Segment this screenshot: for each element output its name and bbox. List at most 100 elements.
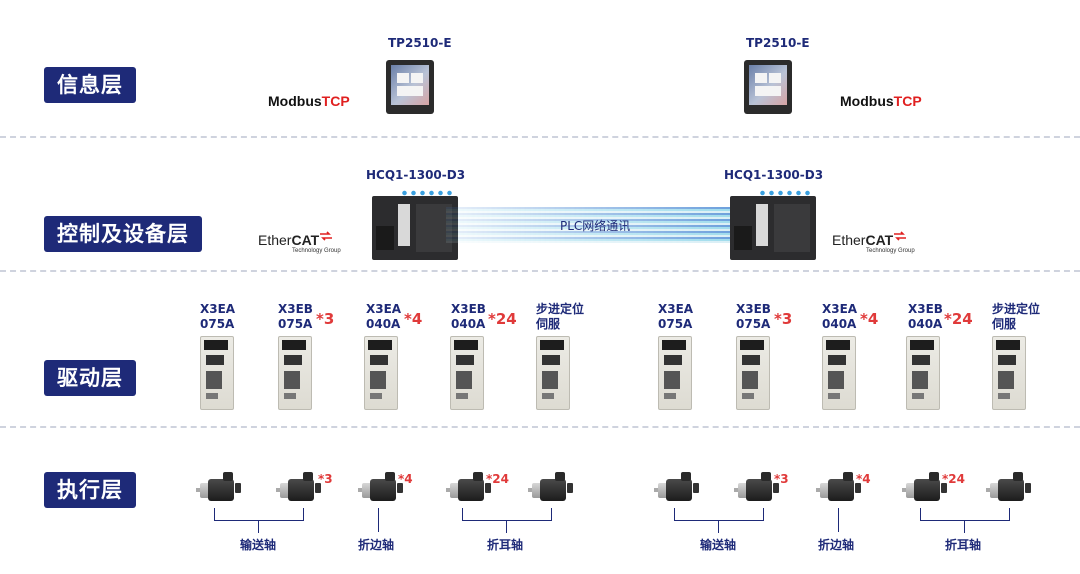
hmi-panel-right — [744, 60, 792, 114]
servo-drive — [736, 336, 770, 410]
drive-label-line2: 040A — [451, 317, 486, 331]
drive-label-line2: 075A — [658, 317, 693, 331]
servo-drive — [278, 336, 312, 410]
motor-multiplier: *4 — [856, 472, 871, 486]
drive-label-line1: X3EB — [736, 302, 771, 316]
drive-multiplier: *3 — [774, 310, 793, 328]
bus-sub: Technology Group — [866, 248, 915, 254]
motor-multiplier: *3 — [318, 472, 333, 486]
divider-info-control — [0, 136, 1080, 138]
servo-motor-icon — [654, 472, 699, 502]
axis-stem — [378, 508, 379, 532]
ethercat-logo-right: EtherCAT Technology Group — [832, 231, 915, 254]
bus-bold: CAT — [291, 232, 320, 248]
axis-stem — [838, 508, 839, 532]
servo-motor-icon — [816, 472, 861, 502]
drive-label-line2: 075A — [736, 317, 771, 331]
bus-sub: Technology Group — [292, 248, 341, 254]
protocol-label-right: ModbusTCP — [840, 93, 922, 109]
servo-drive — [906, 336, 940, 410]
drive-multiplier: *24 — [944, 310, 973, 328]
layer-tag-control: 控制及设备层 — [44, 216, 202, 252]
servo-drive — [822, 336, 856, 410]
hmi-model-left: TP2510-E — [388, 36, 452, 50]
drive-label-line2: 040A — [366, 317, 401, 331]
drive-multiplier: *4 — [404, 310, 423, 328]
servo-drive — [658, 336, 692, 410]
hmi-panel-left — [386, 60, 434, 114]
plc-unit-right — [730, 190, 816, 260]
stepper-motor-icon — [528, 472, 573, 502]
protocol-accent: TCP — [321, 93, 350, 109]
servo-drive — [450, 336, 484, 410]
drive-label-line1: X3EA — [658, 302, 694, 316]
drive-label-line2: 伺服 — [992, 317, 1017, 331]
ethercat-arrows-icon — [894, 231, 906, 241]
bus-main: Ether — [832, 232, 866, 248]
drive-multiplier: *24 — [488, 310, 517, 328]
protocol-label-left: ModbusTCP — [268, 93, 350, 109]
drive-label-line2: 075A — [200, 317, 235, 331]
axis-stem — [506, 521, 507, 533]
stepper-drive — [536, 336, 570, 410]
axis-bracket — [214, 508, 304, 521]
stepper-motor-icon — [986, 472, 1031, 502]
plc-unit-left — [372, 190, 458, 260]
drive-label-line1: 步进定位 — [536, 302, 585, 316]
motor-multiplier: *24 — [942, 472, 965, 486]
layer-tag-info: 信息层 — [44, 67, 136, 103]
axis-label: 折耳轴 — [945, 538, 982, 552]
drive-label: 步进定位伺服 — [536, 302, 584, 332]
axis-stem — [718, 521, 719, 533]
servo-drive — [364, 336, 398, 410]
axis-label: 折边轴 — [358, 538, 395, 552]
bus-bold: CAT — [865, 232, 894, 248]
protocol-name: Modbus — [840, 93, 894, 109]
drive-label-line2: 040A — [908, 317, 943, 331]
axis-label: 折边轴 — [818, 538, 855, 552]
ethercat-arrows-icon — [320, 231, 332, 241]
servo-motor-icon — [276, 472, 321, 502]
axis-bracket — [462, 508, 552, 521]
axis-bracket — [674, 508, 764, 521]
drive-label-line1: X3EB — [278, 302, 313, 316]
drive-label-line2: 040A — [822, 317, 857, 331]
protocol-accent: TCP — [893, 93, 922, 109]
drive-label-line1: X3EA — [822, 302, 858, 316]
drive-label-line2: 伺服 — [536, 317, 561, 331]
plc-network-label: PLC网络通讯 — [560, 219, 631, 233]
ethercat-logo-left: EtherCAT Technology Group — [258, 231, 341, 254]
drive-label-line2: 075A — [278, 317, 313, 331]
stepper-drive — [992, 336, 1026, 410]
hmi-model-right: TP2510-E — [746, 36, 810, 50]
motor-multiplier: *24 — [486, 472, 509, 486]
drive-label-line1: X3EB — [451, 302, 486, 316]
servo-motor-icon — [196, 472, 241, 502]
servo-drive — [200, 336, 234, 410]
plc-network-link — [446, 207, 736, 243]
axis-stem — [964, 521, 965, 533]
bus-main: Ether — [258, 232, 292, 248]
plc-model-right: HCQ1-1300-D3 — [724, 168, 824, 182]
layer-tag-exec: 执行层 — [44, 472, 136, 508]
drive-label-line1: X3EA — [200, 302, 236, 316]
axis-bracket — [920, 508, 1010, 521]
servo-motor-icon — [446, 472, 491, 502]
drive-label: 步进定位伺服 — [992, 302, 1040, 332]
drive-label-line1: X3EB — [908, 302, 943, 316]
motor-multiplier: *4 — [398, 472, 413, 486]
axis-label: 输送轴 — [700, 538, 737, 552]
axis-stem — [258, 521, 259, 533]
motor-multiplier: *3 — [774, 472, 789, 486]
axis-label: 输送轴 — [240, 538, 277, 552]
drive-label-line1: X3EA — [366, 302, 402, 316]
servo-motor-icon — [902, 472, 947, 502]
